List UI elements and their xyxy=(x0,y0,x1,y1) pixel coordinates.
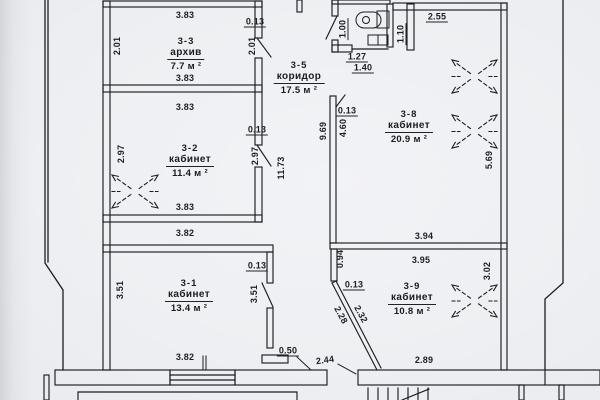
stairs-icon xyxy=(367,387,430,400)
dim-label: 0.13 xyxy=(243,16,267,28)
room-area: 7.7 м ² xyxy=(170,61,202,72)
room-name: кабинет xyxy=(164,289,214,302)
dim-label: 2.89 xyxy=(414,355,434,365)
dim-label: 1.40 xyxy=(351,62,375,74)
dim-label: 3.83 xyxy=(175,73,195,83)
door-swing xyxy=(261,282,274,308)
dim-label: 4.60 xyxy=(338,118,348,138)
dim-label: 1.27 xyxy=(345,51,369,63)
dim-label: 2.97 xyxy=(250,146,260,166)
room-number: 3-2 xyxy=(181,143,199,154)
lower-floor-fragment xyxy=(43,374,565,400)
renovation-x-mark xyxy=(110,174,160,209)
room-name: кабинет xyxy=(384,120,434,133)
dim-label: 0.13 xyxy=(342,279,366,291)
dim-label: 11.73 xyxy=(276,156,286,180)
bottom-wall-band xyxy=(54,369,600,386)
interior-walls-left-block xyxy=(102,0,289,371)
dim-label: 2.44 xyxy=(315,353,335,367)
dim-label: 3.51 xyxy=(115,280,125,300)
toilet-icon xyxy=(355,10,390,29)
room-area: 17.5 м ² xyxy=(280,85,318,96)
door-swings xyxy=(256,15,346,308)
dim-label: 3.83 xyxy=(175,10,195,20)
room-number: 3-1 xyxy=(180,278,198,289)
dim-label: 0.13 xyxy=(245,260,269,272)
dim-label: 2.55 xyxy=(425,11,449,23)
dim-label: 2.32 xyxy=(352,303,370,325)
room-number: 3-3 xyxy=(177,36,195,47)
sink-icon xyxy=(367,34,389,46)
dim-label: 3.83 xyxy=(175,202,195,212)
room-area: 13.4 м ² xyxy=(170,303,208,314)
renovation-x-mark xyxy=(450,114,499,149)
dim-label: 0.13 xyxy=(335,105,359,117)
dim-label: 3.82 xyxy=(175,352,195,362)
renovation-x-mark xyxy=(450,59,499,94)
dim-label: 1.00 xyxy=(337,17,349,41)
room-number: 3-5 xyxy=(290,60,308,71)
dim-label: 2.01 xyxy=(247,36,257,56)
dim-label: 0.50 xyxy=(276,345,300,357)
room-area: 11.4 м ² xyxy=(172,168,208,179)
dim-label: 3.94 xyxy=(414,231,434,241)
dim-label: 0.13 xyxy=(245,124,269,136)
dim-label: 0.94 xyxy=(335,249,345,269)
dim-label: 1.10 xyxy=(395,22,407,46)
dim-label: 3.51 xyxy=(249,284,259,304)
dim-label: 2.01 xyxy=(112,36,122,56)
dimension-ticks xyxy=(202,355,357,375)
door-swing xyxy=(256,37,272,58)
door-swing xyxy=(256,144,272,167)
dim-label: 5.69 xyxy=(484,150,494,170)
dim-label: 3.95 xyxy=(411,255,431,265)
door-swing xyxy=(325,15,338,40)
dim-label: 2.97 xyxy=(116,144,126,164)
dim-label: 3.82 xyxy=(175,228,195,238)
room-number: 3-9 xyxy=(403,281,421,292)
dim-label: 3.02 xyxy=(482,261,492,281)
dim-label: 3.83 xyxy=(175,102,195,112)
room-area: 10.8 м ² xyxy=(393,306,431,317)
room-name: коридор xyxy=(273,71,325,84)
room-name: архив xyxy=(167,47,205,60)
room-number: 3-8 xyxy=(400,109,418,120)
dim-label: 2.28 xyxy=(332,304,350,326)
room-area: 20.9 м ² xyxy=(390,134,428,145)
renovation-x-mark xyxy=(450,284,499,318)
dim-label: 9.69 xyxy=(318,121,328,141)
outer-wall xyxy=(44,0,564,371)
door-swing xyxy=(335,94,346,108)
room-name: кабинет xyxy=(387,292,437,305)
room-name: кабинет xyxy=(165,154,215,167)
